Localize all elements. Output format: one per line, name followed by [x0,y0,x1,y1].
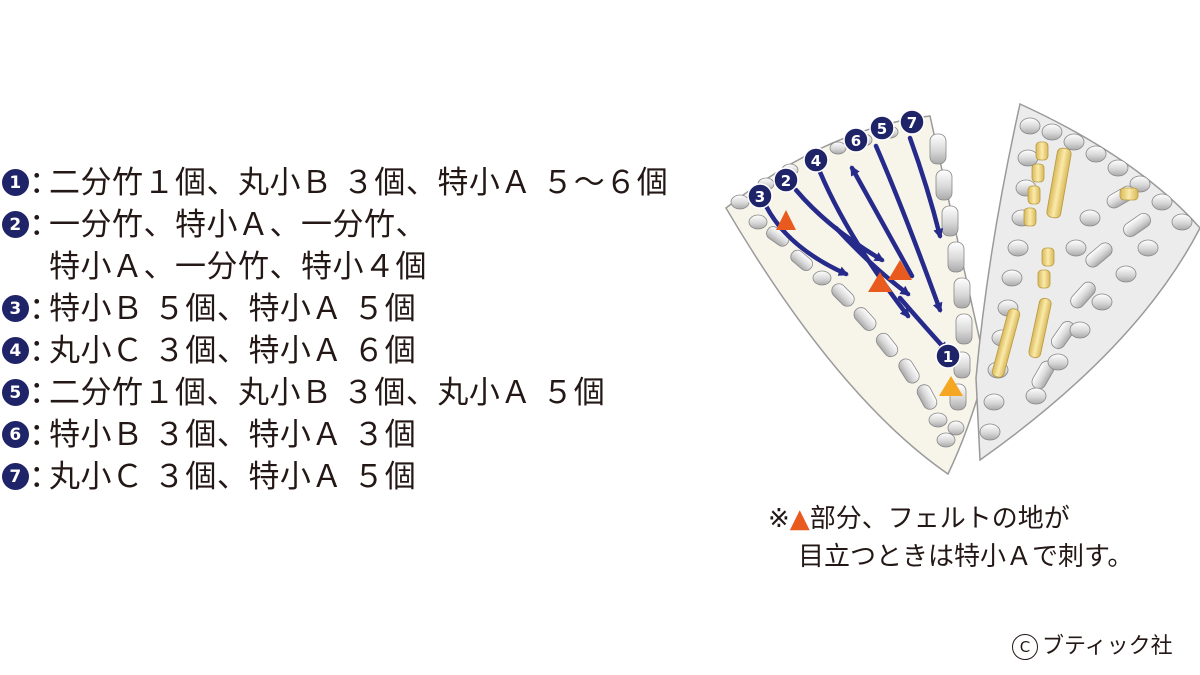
svg-text:6: 6 [851,132,861,150]
legend-text-4: 丸小Ｃ ３個、特小Ａ ６個 [49,333,417,369]
left-fan-felt [725,115,987,476]
legend-row-5: 5 ： 二分竹１個、丸小Ｂ ３個、丸小Ａ ５個 [2,372,668,414]
triangle-orange-2 [868,272,892,292]
number-badge-3: 3 [2,295,29,322]
note-text-1: 部分、フェルトの地が [809,504,1070,534]
copyright-icon: C [1012,634,1038,660]
right-fan-bamboo-beads [991,141,1139,378]
legend-text-1: 二分竹１個、丸小Ｂ ３個、特小Ａ ５～６個 [49,165,669,201]
svg-text:2: 2 [781,172,791,190]
legend-colon: ： [29,165,61,201]
triangle-icon: ▲ [789,504,810,534]
arrow-2b [833,225,911,297]
fill-triangles [776,210,963,396]
legend-row-6: 6 ： 特小Ｂ ３個、特小Ａ ３個 [2,414,668,456]
legend-row-1: 1 ： 二分竹１個、丸小Ｂ ３個、特小Ａ ５～６個 [2,162,668,204]
arrow-7 [907,135,944,239]
svg-text:1: 1 [943,348,953,366]
legend-colon: ： [29,417,61,453]
number-badge-4: 4 [2,337,29,364]
note-line-1: ※▲部分、フェルトの地が [768,500,1133,538]
arrow-5 [873,143,943,313]
legend-colon: ： [29,375,61,411]
legend-row-4: 4 ： 丸小Ｃ ３個、特小Ａ ６個 [2,330,668,372]
diagram-badge-1: 1 [935,343,961,369]
diagram-badge-7: 7 [899,109,925,135]
number-badge-2: 2 [2,211,29,238]
legend-row-2: 2 ： 一分竹、特小Ａ、一分竹、 特小Ａ、一分竹、特小４個 [2,204,668,288]
legend-text-3: 特小Ｂ ５個、特小Ａ ５個 [49,291,417,327]
legend-colon: ： [29,459,61,495]
number-badge-5: 5 [2,379,29,406]
triangle-yellow-1 [939,376,963,396]
publisher-name: ブティック社 [1042,634,1173,659]
triangle-orange-3 [888,260,912,280]
row-number-badges: 3 2 4 6 5 7 1 [747,109,961,369]
legend-text-5: 二分竹１個、丸小Ｂ ３個、丸小Ａ ５個 [49,375,606,411]
arrow-2 [793,187,885,263]
arrow-3 [763,203,849,277]
legend-text-6: 特小Ｂ ３個、特小Ａ ３個 [49,417,417,453]
number-badge-7: 7 [2,463,29,490]
svg-text:3: 3 [755,188,765,206]
number-badge-1: 1 [2,169,29,196]
arrow-6 [849,165,915,279]
legend-colon: ： [29,207,61,243]
diagram-badge-3: 3 [747,183,773,209]
legend-colon: ： [29,291,61,327]
legend-text-7: 丸小Ｃ ３個、特小Ａ ５個 [49,459,417,495]
legend-colon: ： [29,333,61,369]
ginkgo-bead-diagram: 3 2 4 6 5 7 1 [725,102,1200,476]
triangle-note: ※▲部分、フェルトの地が 目立つときは特小Ａで刺す。 [768,500,1133,576]
left-fan-right-edge-beads [929,133,973,436]
legend-text-2b: 特小Ａ、一分竹、特小４個 [49,249,427,285]
arrow-4 [817,169,911,319]
legend-text-2a: 一分竹、特小Ａ、一分竹、 [49,207,427,243]
legend-row-3: 3 ： 特小Ｂ ５個、特小Ａ ５個 [2,288,668,330]
svg-text:7: 7 [907,114,917,132]
triangle-orange-1 [776,210,796,230]
diagram-badge-4: 4 [803,147,829,173]
note-text-2: 目立つときは特小Ａで刺す。 [798,542,1134,572]
stitch-direction-arrows [763,135,949,353]
legend-row-7: 7 ： 丸小Ｃ ３個、特小Ａ ５個 [2,456,668,498]
diagram-badge-5: 5 [869,115,895,141]
note-prefix: ※ [768,504,790,534]
svg-text:5: 5 [877,120,887,138]
bead-legend: 1 ： 二分竹１個、丸小Ｂ ３個、特小Ａ ５～６個 2 ： 一分竹、特小Ａ、一分… [2,162,668,498]
number-badge-6: 6 [2,421,29,448]
svg-text:4: 4 [811,152,821,170]
diagram-badge-2: 2 [773,167,799,193]
diagram-badge-6: 6 [843,127,869,153]
